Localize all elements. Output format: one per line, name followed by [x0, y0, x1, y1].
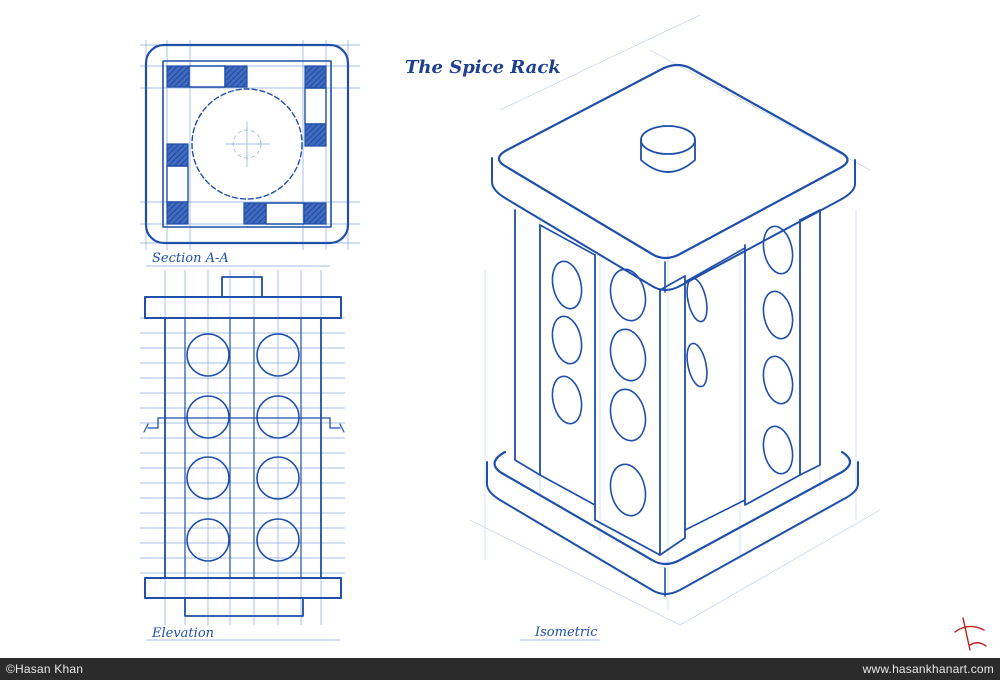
signature-mark	[954, 617, 987, 651]
spice-hole	[762, 225, 794, 275]
isometric-label: Isometric	[534, 625, 598, 640]
spice-hole	[186, 333, 230, 377]
spice-hole	[186, 456, 230, 500]
spice-hole	[551, 315, 583, 365]
spice-hole	[686, 277, 708, 323]
spice-hole	[762, 290, 794, 340]
drawing-title: The Spice Rack	[405, 57, 561, 78]
spice-hole	[609, 463, 647, 517]
spice-hole	[762, 425, 794, 475]
spice-hole	[186, 395, 230, 439]
section-label: Section A-A	[152, 251, 229, 266]
spice-hole	[762, 355, 794, 405]
copyright-text: ©Hasan Khan	[6, 662, 84, 676]
spice-hole	[551, 260, 583, 310]
website-link[interactable]: www.hasankhanart.com	[862, 662, 994, 676]
spice-hole	[686, 342, 708, 388]
spice-hole	[256, 395, 300, 439]
section-view: Section A-A	[140, 40, 360, 267]
spice-hole	[186, 518, 230, 562]
footer-bar: ©Hasan Khan www.hasankhanart.com	[0, 658, 1000, 680]
spice-hole	[609, 388, 647, 442]
elevation-view: Elevation	[140, 270, 345, 641]
spice-hole	[609, 268, 647, 322]
spice-hole	[609, 328, 647, 382]
elevation-label: Elevation	[151, 626, 214, 641]
spice-hole	[551, 375, 583, 425]
spice-hole	[256, 333, 300, 377]
blueprint-sheet: Section A-A Elevation The Spice Rack	[140, 14, 987, 651]
isometric-view: Isometric	[469, 14, 881, 641]
spice-hole	[256, 518, 300, 562]
spice-hole	[256, 456, 300, 500]
